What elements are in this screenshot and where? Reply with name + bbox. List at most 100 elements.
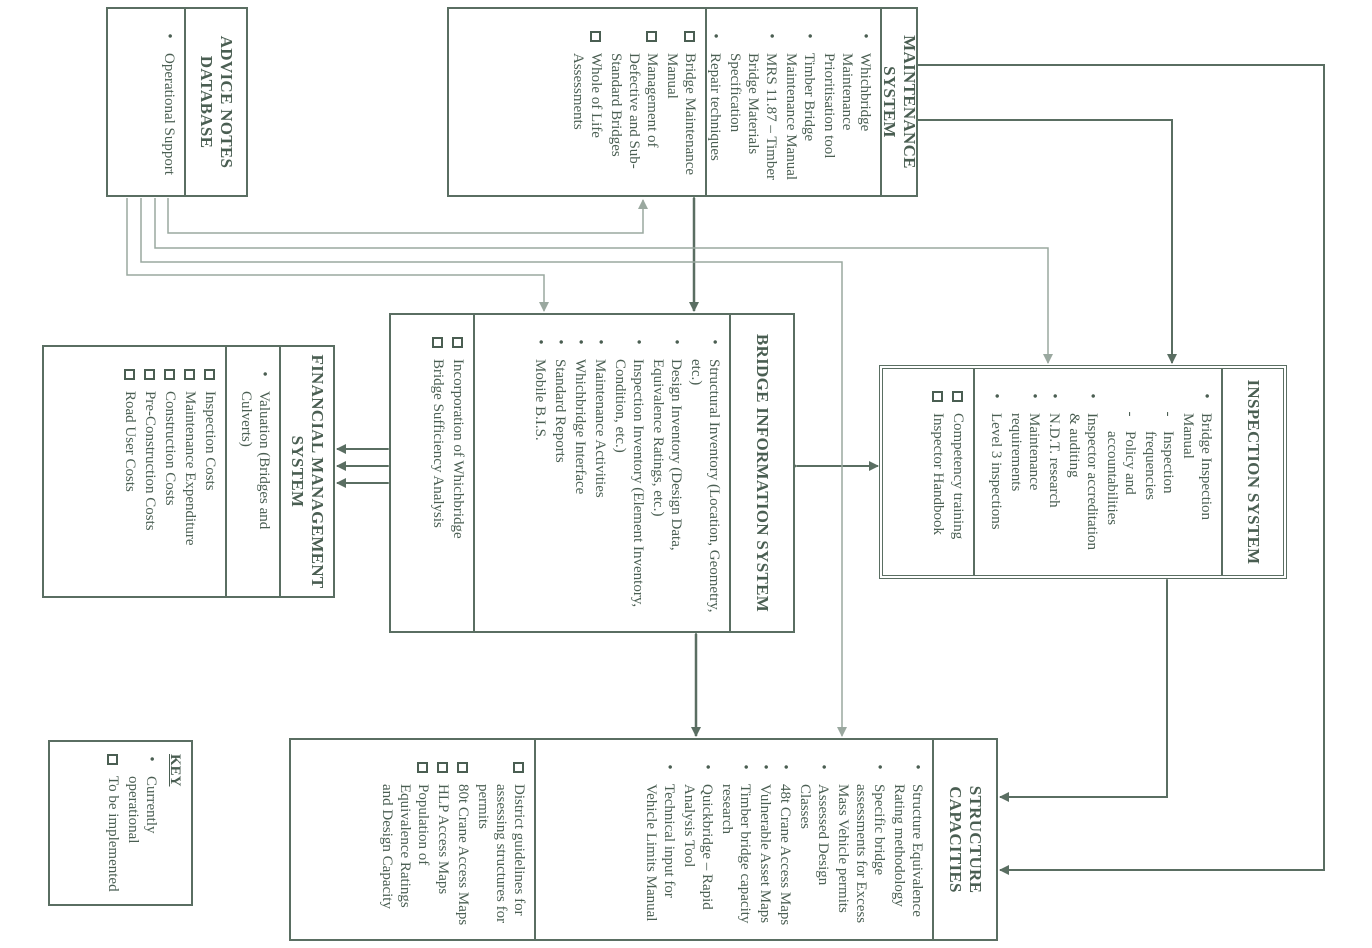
list-item-text: 80t Crane Access Maps (455, 784, 471, 926)
list-item: Operational Support (160, 23, 178, 185)
list-item-text: Design Inventory (Design Data, Equivalen… (650, 359, 684, 551)
bullet-marker-icon (255, 367, 273, 381)
maintenance-current-section: Whichbridge Maintenance Prioritisation t… (705, 9, 880, 195)
list-item-text: MRS 11.87 – Timber Bridge Materials Spec… (727, 53, 779, 180)
square-marker-icon (432, 760, 452, 774)
structure-capacities-title: STRUCTURE CAPACITIES (932, 740, 996, 939)
square-marker-icon (452, 760, 472, 774)
financial-current-section: Valuation (Bridges and Culverts) (225, 347, 279, 596)
list-item: Technical input for Vehicle Limits Manua… (642, 754, 678, 929)
list-item-text: Assessed Design Classes (797, 784, 831, 886)
list-item: Timber Bridge Maintenance Manual (782, 23, 818, 185)
list-item-text: Whichbridge Interface (572, 359, 588, 495)
square-marker-icon (585, 29, 605, 43)
list-item-text: Quickbridge – Rapid Analysis Tool (681, 784, 715, 910)
list-item: Maintenance Expenditure (181, 361, 199, 586)
bullet-marker-icon (531, 335, 549, 349)
list-item: Whichbridge Maintenance Prioritisation t… (820, 23, 874, 185)
list-item-text: Bridge Sufficiency Analysis (430, 359, 446, 528)
list-item-text: Valuation (Bridges and Culverts) (238, 391, 272, 530)
list-item: Bridge Inspection Manual (1179, 383, 1215, 565)
connector-advice-maintenance (167, 198, 648, 234)
maintenance-system-title: MAINTENANCE SYSTEM (880, 9, 919, 195)
list-item: Inspector accreditation & auditing (1065, 383, 1101, 565)
bullet-marker-icon (698, 760, 716, 774)
square-marker-icon (159, 367, 179, 381)
list-item-text: Vulnerable Asset Maps (757, 784, 773, 924)
list-item: MRS 11.87 – Timber Bridge Materials Spec… (726, 23, 780, 185)
list-item-text: Operational Support (161, 53, 177, 176)
square-marker-icon (679, 29, 699, 43)
list-item: Standard Reports (551, 329, 569, 621)
list-item-text: To be implemented (105, 776, 121, 892)
list-item: Maintenance Activities (591, 329, 609, 621)
bullet-marker-icon (814, 760, 832, 774)
list-item-text: 48t Crane Access Maps (777, 784, 793, 926)
list-item-text: Whole of Life Assessments (570, 53, 604, 138)
list-item: Maintenance requirements (1007, 383, 1043, 565)
list-item: Construction Costs (161, 361, 179, 586)
connector-advice-inspection (154, 198, 1053, 364)
square-marker-icon (179, 367, 199, 381)
list-item: Structure Equivalence Rating methodology (890, 754, 926, 929)
list-item-text: Management of Defective and Sub-Standard… (608, 53, 660, 169)
list-item-text: Technical input for Vehicle Limits Manua… (643, 784, 677, 922)
list-item: Valuation (Bridges and Culverts) (237, 361, 273, 586)
list-item-text: Timber bridge capacity research (719, 784, 753, 924)
square-marker-icon (199, 367, 219, 381)
list-item: Design Inventory (Design Data, Equivalen… (649, 329, 685, 621)
bullet-marker-icon (660, 760, 678, 774)
bullet-marker-icon (800, 29, 818, 43)
bridge-information-system-box: BRIDGE INFORMATION SYSTEM Structural Inv… (389, 313, 795, 633)
list-item: Vulnerable Asset Maps (756, 754, 774, 929)
list-item-text: Inspection Inventory (Element Inventory,… (612, 359, 646, 608)
connector-inspection-structure (999, 571, 1172, 802)
list-item-text: Construction Costs (162, 391, 178, 506)
bullet-marker-icon (870, 760, 888, 774)
bullet-marker-icon (1083, 389, 1101, 403)
list-item: Timber bridge capacity research (718, 754, 754, 929)
list-item: Quickbridge – Rapid Analysis Tool (680, 754, 716, 929)
list-item-text: Maintenance requirements (1008, 413, 1042, 492)
list-item: Policy and accountabilities (1103, 383, 1139, 565)
list-item: Assessed Design Classes (796, 754, 832, 929)
list-item-text: Currently operational (125, 776, 159, 844)
bullet-marker-icon (142, 752, 160, 766)
list-item: Level 3 inspections (987, 383, 1005, 565)
structure-capacities-box: STRUCTURE CAPACITIES Structure Equivalen… (289, 738, 998, 941)
structure-current-section: Structure Equivalence Rating methodology… (534, 740, 932, 939)
list-item: Incorporation of Whichbridge (449, 329, 467, 621)
list-item: Competency training (949, 383, 967, 565)
list-item: Whichbridge Interface (571, 329, 589, 621)
list-item-text: Pre-Construction Costs (142, 391, 158, 531)
list-item-text: Bridge Inspection Manual (1180, 413, 1214, 521)
square-marker-icon (947, 389, 967, 403)
list-item: Pre-Construction Costs (141, 361, 159, 586)
square-marker-icon (102, 752, 122, 766)
list-item-text: Maintenance Activities (592, 359, 608, 498)
bullet-marker-icon (756, 760, 774, 774)
list-item-text: Structure Equivalence Rating methodology (891, 784, 925, 917)
list-item: 80t Crane Access Maps (454, 754, 472, 929)
bullet-marker-icon (706, 29, 724, 43)
bis-title: BRIDGE INFORMATION SYSTEM (729, 315, 793, 631)
connector-maintenance-inspection (906, 115, 1177, 364)
list-item-text: Road User Costs (122, 391, 138, 492)
list-item-text: Structural Inventory (Location, Geometry… (688, 359, 722, 613)
list-item: Specific bridge assessments for Excess M… (834, 754, 888, 929)
list-item: To be implemented (104, 746, 122, 900)
list-item-text: Maintenance Expenditure (182, 391, 198, 546)
bullet-marker-icon (160, 29, 178, 43)
list-item-text: Inspection frequencies (1142, 431, 1176, 501)
list-item: HLP Access Maps (434, 754, 452, 929)
connector-maintenance-structure (906, 60, 1325, 875)
bullet-marker-icon (667, 335, 685, 349)
bullet-marker-icon (551, 335, 569, 349)
square-marker-icon (427, 335, 447, 349)
list-item-text: Specific bridge assessments for Excess M… (835, 784, 887, 924)
